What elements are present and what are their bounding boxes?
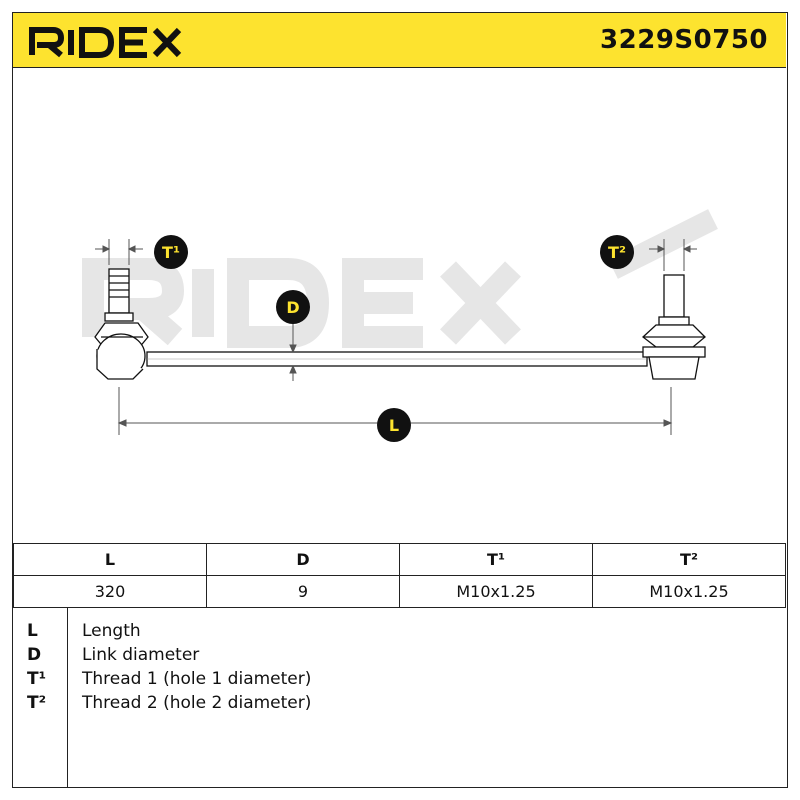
legend-divider <box>67 607 68 787</box>
product-sheet: 3229S0750 <box>12 12 788 788</box>
label-t1: T¹ <box>154 235 188 269</box>
legend-desc: Link diameter <box>82 645 200 665</box>
legend-key: T¹ <box>27 669 47 689</box>
header-bar: 3229S0750 <box>13 13 786 68</box>
legend-key: D <box>27 645 42 665</box>
specs-header-row: L D T¹ T² <box>13 543 786 576</box>
legend-key: L <box>27 621 38 641</box>
specs-value-d: 9 <box>206 575 400 608</box>
specs-value-t1: M10x1.25 <box>399 575 593 608</box>
legend-desc: Length <box>82 621 141 641</box>
specs-table: L D T¹ T² 320 9 M10x1.25 M10x1.25 <box>13 543 786 608</box>
legend-desc: Thread 2 (hole 2 diameter) <box>82 693 312 713</box>
specs-header-t2: T² <box>592 543 786 576</box>
specs-header-t1: T¹ <box>399 543 593 576</box>
legend-desc: Thread 1 (hole 1 diameter) <box>82 669 312 689</box>
ridex-watermark <box>82 209 718 348</box>
specs-value-l: 320 <box>13 575 207 608</box>
ridex-logo <box>29 27 182 58</box>
legend-key: T² <box>27 693 47 713</box>
specs-value-t2: M10x1.25 <box>592 575 786 608</box>
label-d-text: D <box>286 298 299 317</box>
left-ball-joint <box>94 268 149 380</box>
legend: L Length D Link diameter T¹ Thread 1 (ho… <box>13 607 786 787</box>
label-l-text: L <box>389 416 399 435</box>
label-t1-text: T¹ <box>162 243 180 262</box>
right-ball-joint <box>641 274 706 380</box>
label-t2-text: T² <box>608 243 626 262</box>
specs-header-l: L <box>13 543 207 576</box>
technical-drawing: T¹ T² D L <box>82 209 718 442</box>
label-d: D <box>276 290 310 324</box>
specs-value-row: 320 9 M10x1.25 M10x1.25 <box>13 575 786 608</box>
label-l: L <box>377 408 411 442</box>
part-number: 3229S0750 <box>600 25 768 55</box>
link-rod <box>146 351 648 367</box>
label-t2: T² <box>600 235 634 269</box>
specs-header-d: D <box>206 543 400 576</box>
